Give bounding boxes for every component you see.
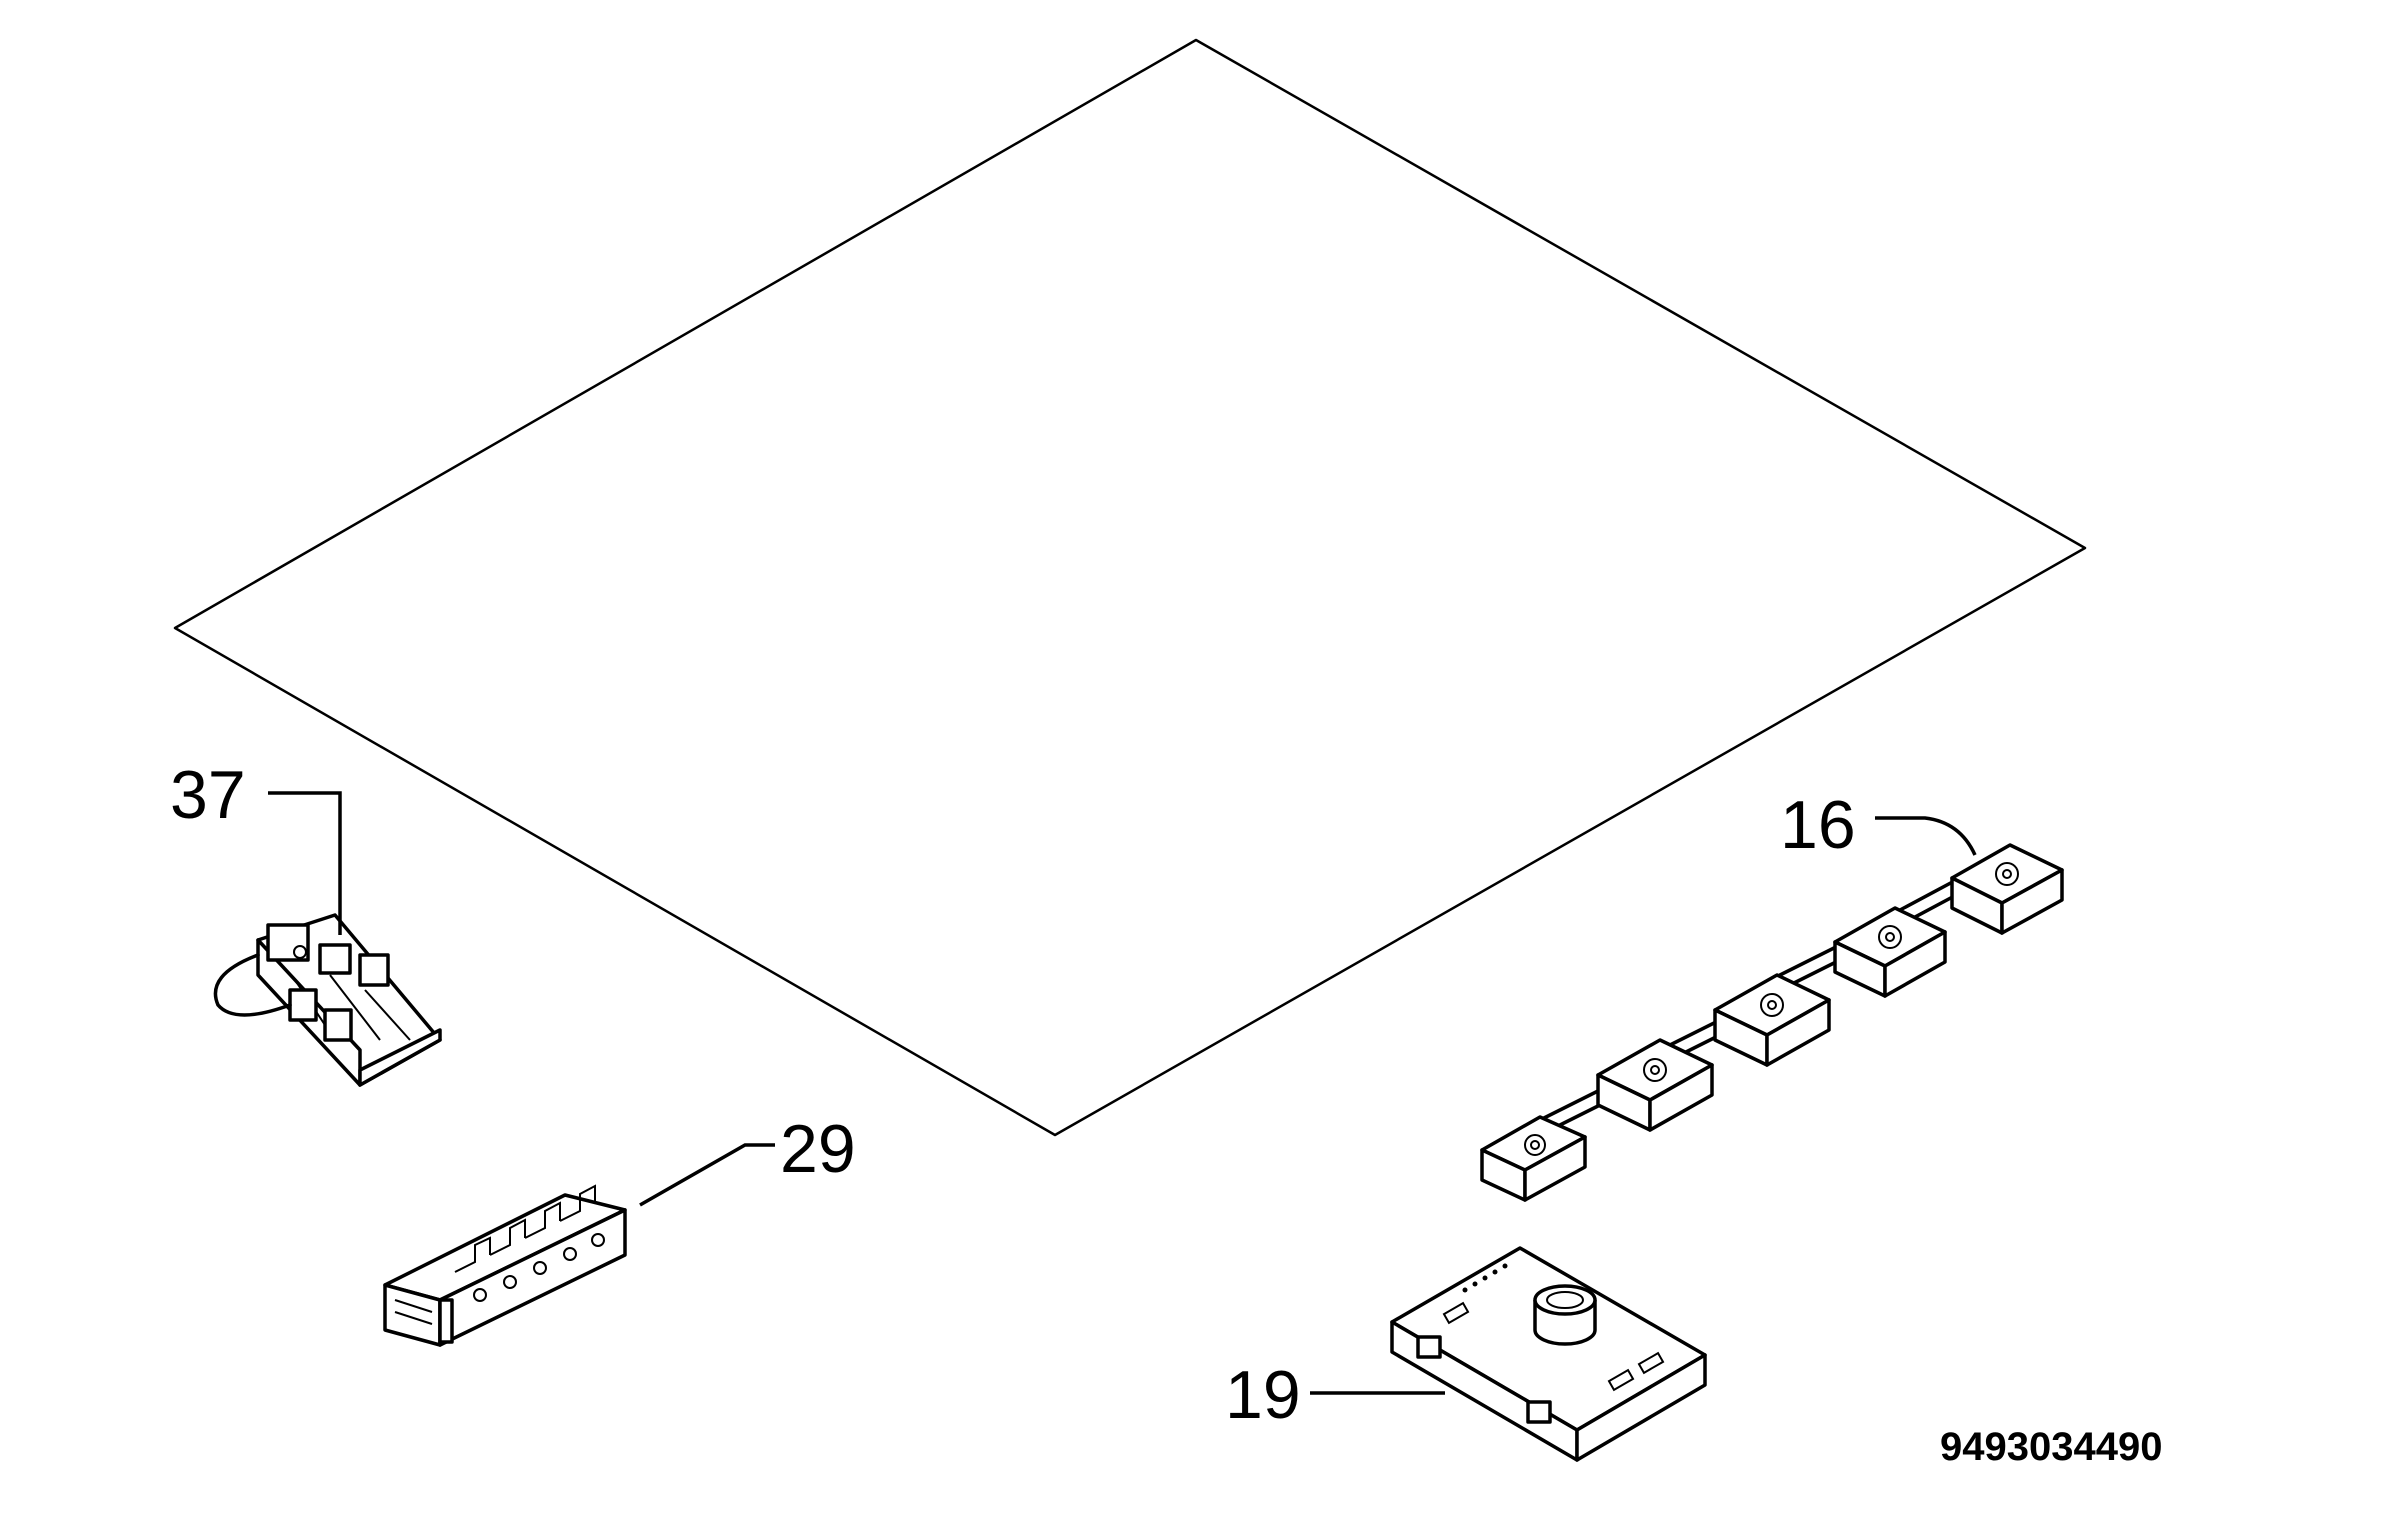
leader-line-37 <box>268 791 342 935</box>
callout-19: 19 <box>1225 1357 1301 1433</box>
module-4 <box>1833 906 1947 998</box>
document-number: 9493034490 <box>1940 1425 2162 1469</box>
part-19-control-box <box>1390 1246 1707 1462</box>
callout-37: 37 <box>170 757 246 833</box>
glass-panel <box>173 38 2087 1137</box>
module-5 <box>1950 843 2064 935</box>
callout-16: 16 <box>1780 787 1856 863</box>
module-1 <box>1480 1115 1587 1202</box>
module-2 <box>1596 1038 1714 1132</box>
callout-29: 29 <box>780 1111 856 1187</box>
part-16-connector-chain <box>1480 843 2064 1202</box>
indicator-dots <box>1462 1263 1508 1293</box>
leader-line-29 <box>639 1143 775 1207</box>
leader-line-16 <box>1875 816 1977 856</box>
part-29-terminal-block <box>383 1184 627 1347</box>
module-3 <box>1713 973 1831 1067</box>
control-knob <box>1533 1284 1597 1346</box>
part-37-clip <box>213 913 442 1087</box>
